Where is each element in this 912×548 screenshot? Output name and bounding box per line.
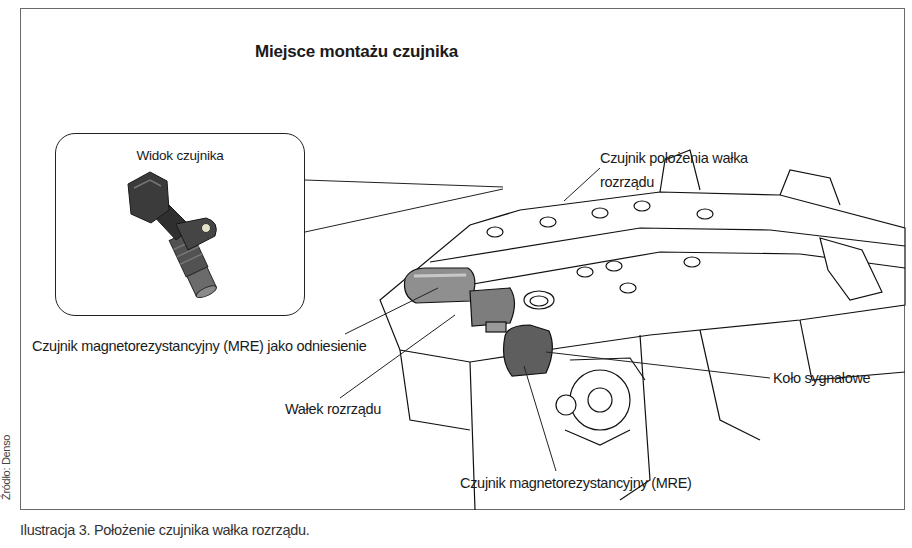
sensor-bore [524,291,554,309]
figure-frame [21,9,905,510]
front-cover [570,370,630,430]
leader-line [524,366,556,471]
sensor-flange [176,218,216,250]
cylinder-head [380,150,905,510]
bolt-hole [540,217,556,227]
head-bracket [820,238,882,300]
head-deck [380,192,905,362]
part-label: Czujnik położenia wałka rozrządu [600,146,778,194]
signal-wheel [504,325,553,376]
bolt-hole [697,209,713,219]
camshaft-shaft [486,322,506,332]
source-note: Źródło: Denso [0,435,13,500]
part-label: Koło sygnałowe [773,366,898,390]
leader-line [345,288,438,334]
part-label: Wałek rozrządu [285,397,410,421]
bolt-hole [577,267,593,277]
diagram-title: Miejsce montażu czujnika [255,40,615,64]
head-lower [400,320,905,510]
shaft-end [195,283,218,300]
front-cover-outline [565,358,645,445]
bolt-hole [592,208,608,218]
callout-box: Widok czujnika [55,133,305,316]
flange-hole [202,224,211,233]
leader-line [340,315,455,398]
camshaft-lobe [404,268,474,303]
bolt-hole [684,257,700,267]
sensor-bore-inner [530,296,548,306]
part-label: Czujnik magnetorezystancyjny (MRE) [460,471,720,495]
part-label: Czujnik magnetorezystancyjny (MRE) jako … [32,334,412,358]
bolt-hole [634,201,650,211]
bolt-hole [487,227,503,237]
connector-housing [128,172,169,223]
leader-line [564,168,600,201]
front-cover-hub [588,388,612,412]
front-cover-plug [556,395,576,415]
connector-highlight [134,180,161,188]
sensor-photo [128,172,219,300]
camshaft-highlight [414,275,466,276]
leader-line [546,352,770,378]
figure-caption: Ilustracja 3. Położenie czujnika wałka r… [20,518,620,542]
bolt-hole [606,261,622,271]
camshaft-journal [470,288,515,326]
callout-heading: Widok czujnika [56,134,304,163]
bolt-hole [620,283,636,293]
